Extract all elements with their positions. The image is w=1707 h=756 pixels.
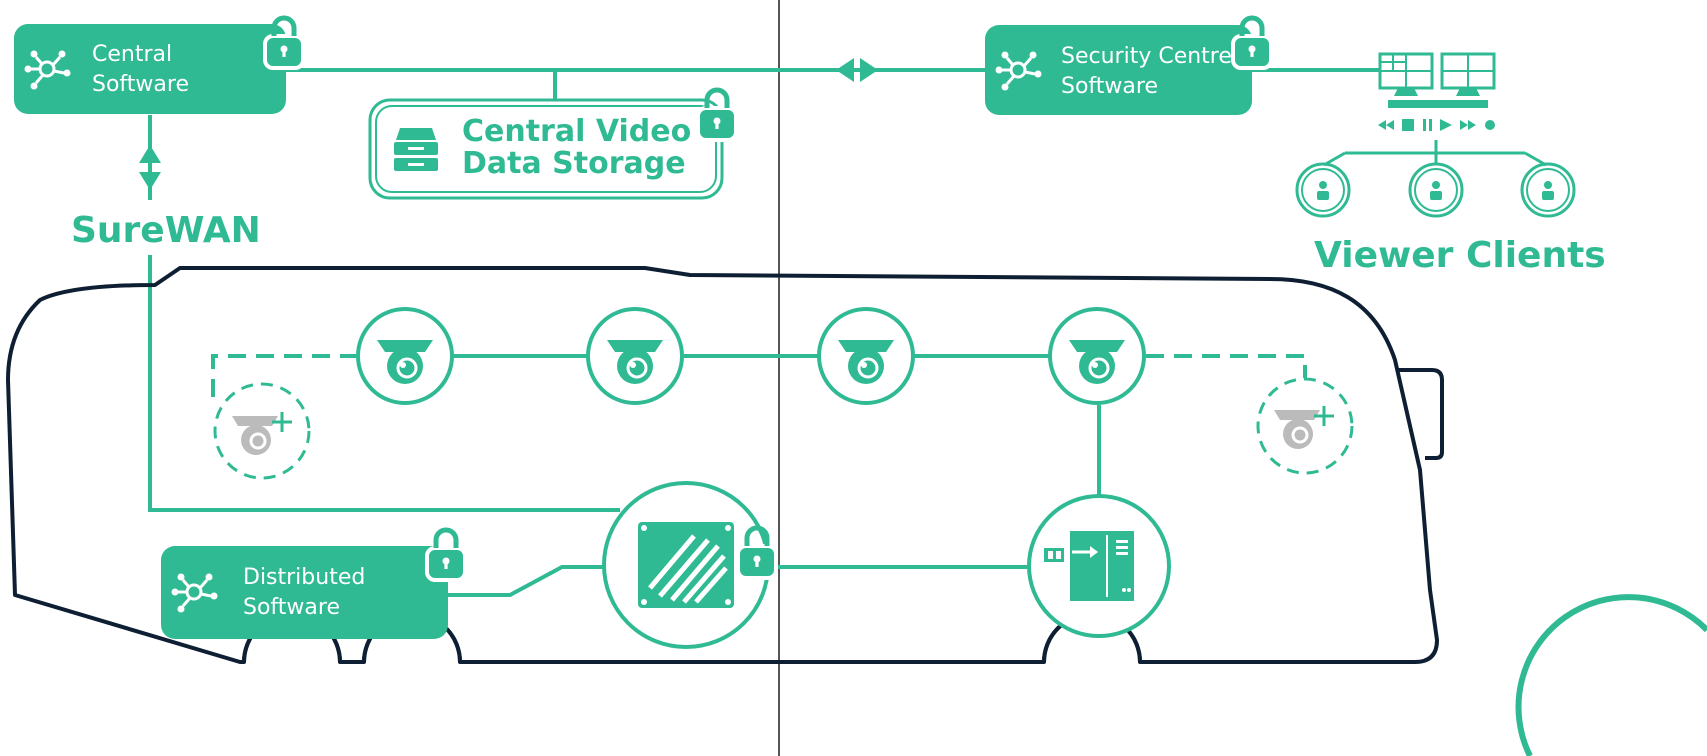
viewer-clients-tree xyxy=(1323,140,1547,167)
distributed-software-label: Distributed Software xyxy=(243,565,366,620)
user-icon[interactable] xyxy=(1408,162,1464,218)
recorder-node[interactable] xyxy=(602,481,776,649)
decorative-ring xyxy=(1515,594,1707,756)
storage-drawers-icon xyxy=(394,128,438,171)
security-centre-software-label: Security Centre Software xyxy=(1061,44,1232,99)
io-module-icon xyxy=(1044,531,1134,601)
lock-icon xyxy=(698,90,736,140)
io-module-node[interactable] xyxy=(1027,494,1171,638)
distributed-software[interactable] xyxy=(161,530,465,639)
dual-monitor-icon xyxy=(1378,52,1496,108)
bidirectional-arrow-icon xyxy=(836,58,878,82)
playback-controls-icon xyxy=(1378,119,1495,131)
central-video-data-storage-label: Central Video Data Storage xyxy=(462,114,692,181)
central-software[interactable] xyxy=(14,18,303,114)
central-software-label: Central Software xyxy=(92,42,189,97)
camera-node[interactable] xyxy=(1048,307,1146,405)
surewan-label: SureWAN xyxy=(71,210,261,251)
bidirectional-arrow-icon xyxy=(139,145,161,190)
central-video-data-storage[interactable] xyxy=(368,90,736,200)
user-icon[interactable] xyxy=(1520,162,1576,218)
camera-node[interactable] xyxy=(586,307,684,405)
user-icon[interactable] xyxy=(1295,162,1351,218)
camera-expansion-link xyxy=(1146,354,1307,378)
surewan-link-bottom xyxy=(148,255,620,512)
camera-node[interactable] xyxy=(356,307,454,405)
lock-icon xyxy=(427,530,465,580)
add-camera-node[interactable] xyxy=(1256,377,1354,475)
add-camera-node[interactable] xyxy=(213,382,311,480)
recorder-device-icon xyxy=(638,522,734,608)
distributed-to-recorder-link xyxy=(447,565,608,597)
camera-node[interactable] xyxy=(817,307,915,405)
camera-expansion-link xyxy=(211,354,358,400)
security-centre-software[interactable] xyxy=(985,18,1271,115)
viewer-clients-label: Viewer Clients xyxy=(1314,235,1606,276)
